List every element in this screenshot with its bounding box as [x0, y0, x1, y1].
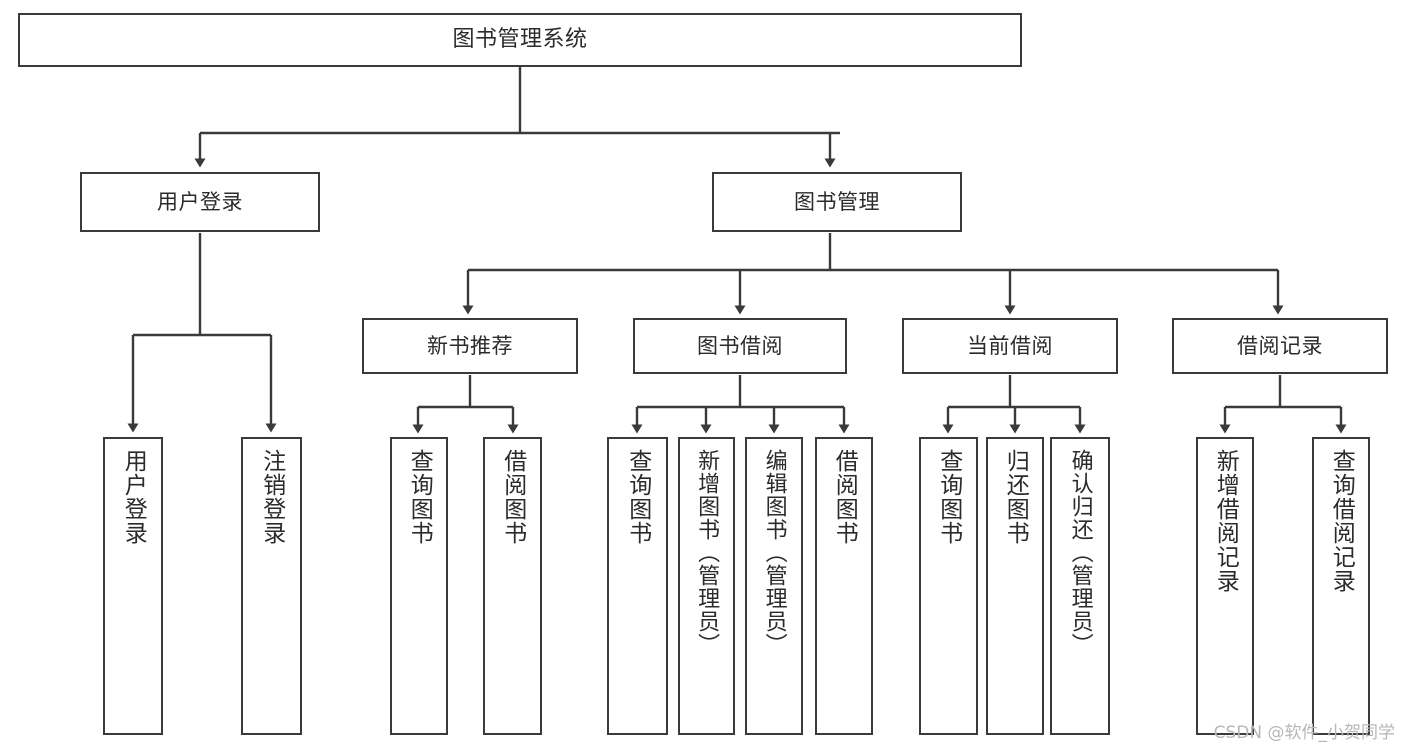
leaf-current-return-label: 归还图书 — [1002, 449, 1029, 545]
node-current-borrow[interactable]: 当前借阅 — [902, 318, 1118, 374]
node-book-borrow-label: 图书借阅 — [697, 333, 783, 358]
leaf-borrow-edit-book-label: 编辑图书（管理员） — [761, 449, 787, 656]
leaf-borrow-query-label: 查询图书 — [624, 449, 651, 545]
leaf-newbook-query[interactable]: 查询图书 — [390, 437, 448, 735]
node-borrow-record[interactable]: 借阅记录 — [1172, 318, 1388, 374]
leaf-current-return[interactable]: 归还图书 — [986, 437, 1044, 735]
node-root[interactable]: 图书管理系统 — [18, 13, 1022, 67]
leaf-borrow-edit-book[interactable]: 编辑图书（管理员） — [745, 437, 803, 735]
leaf-record-query[interactable]: 查询借阅记录 — [1312, 437, 1370, 735]
csdn-watermark: CSDN @软件_小贺同学 — [1213, 723, 1395, 743]
leaf-borrow-do-borrow[interactable]: 借阅图书 — [815, 437, 873, 735]
node-new-book-recommend[interactable]: 新书推荐 — [362, 318, 578, 374]
node-user-login-label: 用户登录 — [157, 189, 243, 214]
node-book-borrow[interactable]: 图书借阅 — [633, 318, 847, 374]
node-book-management-label: 图书管理 — [794, 189, 880, 214]
leaf-record-add-label: 新增借阅记录 — [1212, 449, 1239, 593]
leaf-user-login[interactable]: 用户登录 — [103, 437, 163, 735]
node-root-label: 图书管理系统 — [452, 27, 588, 53]
node-borrow-record-label: 借阅记录 — [1237, 333, 1323, 358]
leaf-borrow-add-book[interactable]: 新增图书（管理员） — [678, 437, 735, 735]
leaf-current-query[interactable]: 查询图书 — [919, 437, 978, 735]
leaf-user-logout[interactable]: 注销登录 — [241, 437, 302, 735]
leaf-newbook-borrow[interactable]: 借阅图书 — [483, 437, 542, 735]
leaf-borrow-add-book-label: 新增图书（管理员） — [694, 449, 720, 656]
leaf-borrow-do-borrow-label: 借阅图书 — [831, 449, 858, 545]
leaf-record-query-label: 查询借阅记录 — [1328, 449, 1355, 593]
leaf-record-add[interactable]: 新增借阅记录 — [1196, 437, 1254, 735]
node-book-management[interactable]: 图书管理 — [712, 172, 962, 232]
leaf-current-confirm-return[interactable]: 确认归还（管理员） — [1050, 437, 1110, 735]
leaf-borrow-query[interactable]: 查询图书 — [607, 437, 668, 735]
leaf-current-confirm-return-label: 确认归还（管理员） — [1067, 449, 1093, 656]
node-new-book-recommend-label: 新书推荐 — [427, 333, 513, 358]
node-user-login[interactable]: 用户登录 — [80, 172, 320, 232]
leaf-newbook-query-label: 查询图书 — [406, 449, 433, 545]
node-current-borrow-label: 当前借阅 — [967, 333, 1053, 358]
leaf-user-login-label: 用户登录 — [120, 449, 147, 545]
leaf-newbook-borrow-label: 借阅图书 — [499, 449, 526, 545]
leaf-current-query-label: 查询图书 — [935, 449, 962, 545]
leaf-user-logout-label: 注销登录 — [258, 449, 285, 545]
